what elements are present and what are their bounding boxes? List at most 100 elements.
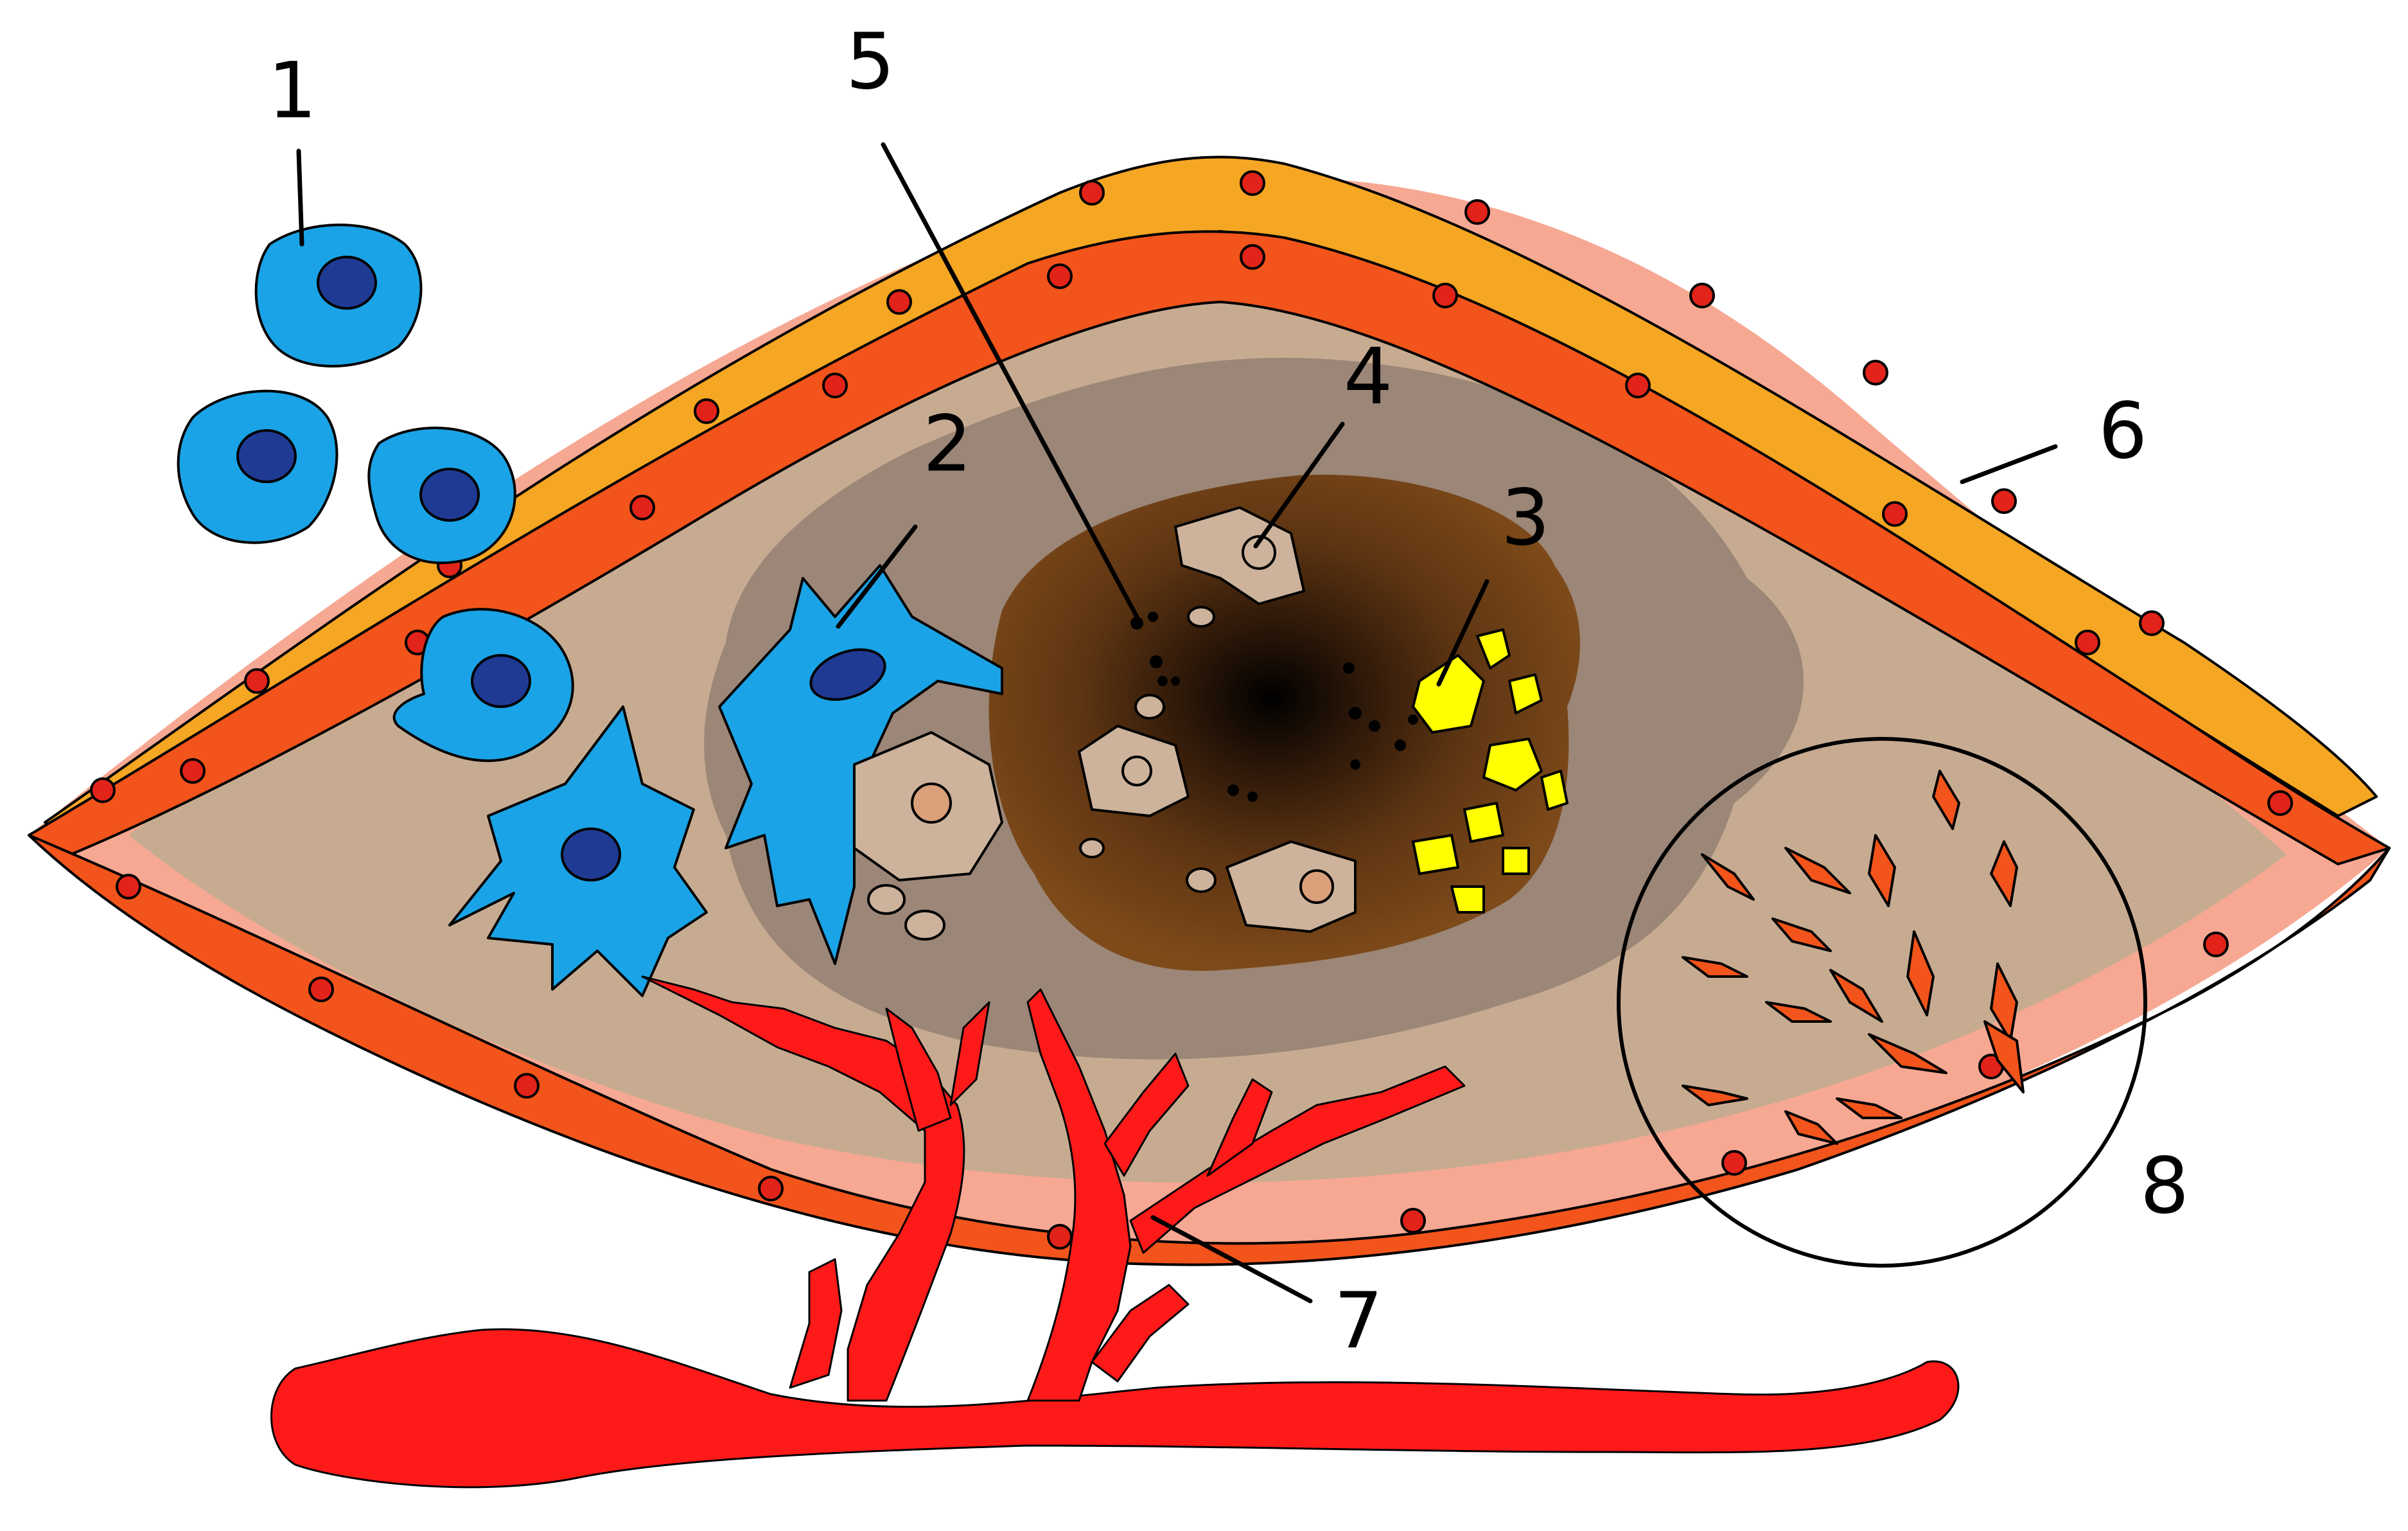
magnification-circle: [1617, 737, 2147, 1268]
dendritic-nucleus: [809, 648, 886, 701]
vessel-branch: [1026, 988, 1132, 1402]
vessel-branch: [885, 1007, 952, 1132]
inner-layer-nucleus: [1240, 244, 1265, 270]
outer-layer-nucleus: [1464, 199, 1490, 225]
leader-line-5: [881, 142, 1139, 619]
blue-cell-nucleus: [419, 468, 480, 522]
debris-cells: [853, 506, 1357, 941]
outer-layer-nucleus: [244, 668, 270, 694]
particle: [1408, 714, 1418, 725]
debris-fragment: [1186, 867, 1217, 893]
particle: [1148, 612, 1158, 622]
particle: [1247, 792, 1258, 802]
yellow-deposit: [1540, 770, 1569, 811]
debris-nucleus: [1121, 756, 1152, 786]
particle: [1394, 739, 1406, 751]
particle: [1343, 662, 1355, 674]
lower-spindle-band: [28, 834, 2391, 1266]
vessel-branch: [949, 1001, 990, 1106]
fibroblast: [1868, 834, 1896, 907]
yellow-deposit: [1412, 834, 1459, 875]
particle: [1150, 655, 1163, 668]
outer-layer-nucleus: [1079, 180, 1105, 206]
yellow-deposit: [1502, 847, 1530, 875]
particle: [1157, 676, 1168, 686]
lower-layer-nucleus: [514, 1073, 540, 1099]
fibroblast: [1836, 1097, 1903, 1119]
label-6: 6: [2098, 387, 2147, 477]
fibroblast: [1868, 1033, 1947, 1074]
fibroblast: [1771, 917, 1832, 952]
particle: [1369, 720, 1380, 732]
fibroblast: [1765, 1001, 1832, 1023]
lower-layer-nucleus: [1047, 1224, 1073, 1250]
inner-layer-nucleus: [2075, 630, 2100, 655]
free-macrophages: [177, 224, 516, 565]
fibroblast: [1983, 1020, 2025, 1093]
vessel-branch: [1103, 1052, 1190, 1177]
fibroblast: [1682, 956, 1748, 978]
yellow-deposit: [1412, 654, 1485, 734]
inner-layer-nucleus: [1882, 501, 1908, 527]
blue-cell-nucleus: [317, 256, 377, 310]
lower-layer-nucleus: [116, 874, 141, 899]
fibroblast: [1682, 1084, 1748, 1106]
vessel-branch: [641, 975, 965, 1402]
diagram-labels: 1 2 3 4 5 6 7 8: [268, 18, 2189, 1367]
fibroblast: [1906, 930, 1935, 1016]
yellow-deposits: [1412, 628, 1569, 914]
leader-line-6: [1960, 444, 2058, 484]
fibroblast: [1990, 840, 2018, 907]
debris-nucleus: [1299, 869, 1334, 904]
lower-layer-nucleus: [308, 977, 334, 1002]
inner-spindle-cell-layer: [28, 230, 2391, 1266]
bacterial-particles: [1130, 612, 1418, 802]
inner-layer-nucleus: [180, 758, 206, 784]
inner-layer-nucleus: [2267, 790, 2293, 816]
particle: [1130, 617, 1143, 630]
vessel-branch: [1091, 1284, 1190, 1383]
leader-lines: [296, 142, 2058, 1304]
outer-layer-nucleus: [1991, 488, 2017, 514]
debris-nucleus: [1242, 535, 1276, 570]
fibroblast: [1932, 770, 1960, 830]
leader-line-2: [836, 524, 918, 629]
lower-layer-nucleus: [2203, 932, 2229, 957]
outer-layer-nucleus: [1863, 360, 1888, 385]
fibroblast: [1701, 853, 1755, 901]
vessel-branch: [1206, 1078, 1273, 1177]
debris-nucleus: [911, 783, 952, 824]
debris-fragment: [1134, 694, 1165, 720]
fibroblast: [1829, 969, 1883, 1023]
debris-fragment: [867, 884, 906, 915]
label-7: 7: [1334, 1277, 1383, 1367]
epithelioid-nucleus: [471, 654, 531, 708]
outer-layer-nucleus: [90, 777, 116, 803]
vessel-branch: [789, 1258, 843, 1389]
lower-layer-nucleus: [1721, 1150, 1747, 1176]
blue-cell-nucleus: [236, 429, 297, 483]
particle: [1349, 707, 1362, 720]
dendritic-nucleus: [561, 827, 621, 881]
leader-line-1: [296, 148, 304, 247]
fibroblast: [1784, 1110, 1838, 1145]
main-vessel: [270, 1328, 1960, 1489]
leader-line-3: [1436, 579, 1490, 687]
outer-layer-nucleus: [1689, 283, 1715, 308]
inner-layer-nucleus: [629, 495, 655, 520]
label-8: 8: [2140, 1142, 2189, 1232]
debris-fragment: [904, 910, 945, 941]
vessel-branch: [1129, 1065, 1466, 1254]
yellow-deposit: [1450, 885, 1485, 914]
blood-vessels: [270, 975, 1960, 1489]
yellow-deposit: [1508, 673, 1543, 714]
leader-line-4: [1253, 421, 1345, 549]
inner-layer-nucleus: [822, 373, 848, 398]
inner-layer-nucleus: [1625, 373, 1651, 398]
label-2: 2: [923, 400, 972, 490]
fibroblast: [1784, 847, 1851, 894]
particle: [1171, 677, 1180, 686]
fibroblast-group: [1617, 737, 2147, 1268]
debris-fragment: [1187, 606, 1215, 628]
label-3: 3: [1501, 474, 1550, 563]
